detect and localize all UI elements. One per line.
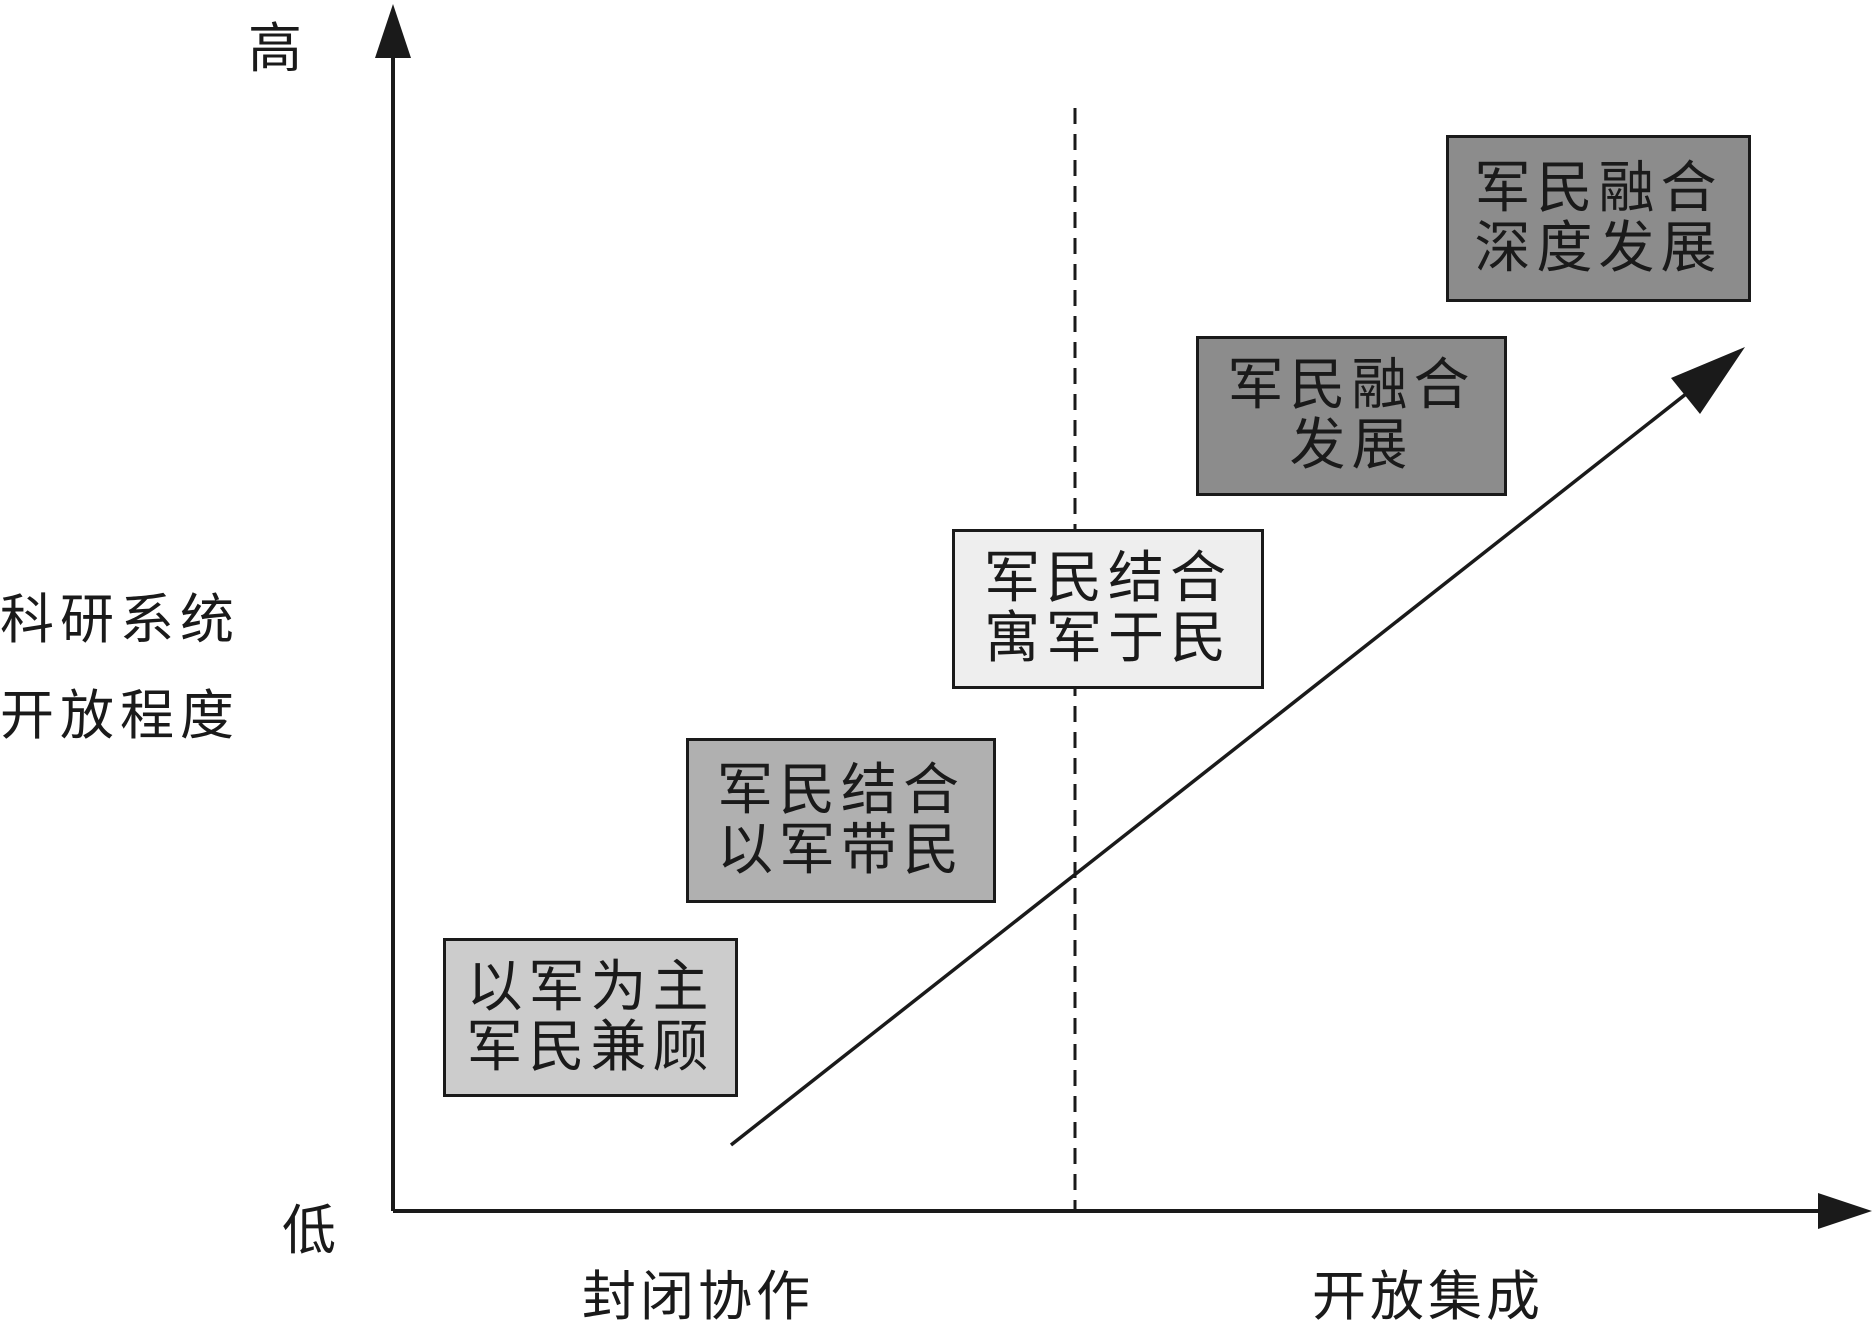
stage-box-2: 军民结合 以军带民 [686, 738, 996, 903]
trend-arrow-line [729, 377, 1707, 1147]
stage-box-3: 军民结合 寓军于民 [952, 529, 1264, 689]
stage-box-3-line1: 军民结合 [984, 546, 1232, 611]
stage-box-2-line1: 军民结合 [717, 757, 965, 823]
stage-box-4: 军民融合 发展 [1196, 336, 1507, 496]
stage-box-1-line1: 以军为主 [466, 954, 715, 1020]
stage-box-1-line2: 军民兼顾 [466, 1014, 715, 1080]
stage-box-3-line2: 寓军于民 [984, 606, 1232, 671]
trend-arrow-head-icon [1671, 347, 1745, 414]
y-axis-low-label: 低 [282, 1199, 340, 1262]
stage-box-5: 军民融合 深度发展 [1446, 135, 1751, 302]
stage-box-4-line1: 军民融合 [1227, 353, 1476, 418]
stage-box-5-line1: 军民融合 [1474, 155, 1723, 221]
stage-box-1: 以军为主 军民兼顾 [443, 938, 738, 1097]
y-axis-title: 科研系统 开放程度 [0, 572, 270, 764]
y-axis-arrow-icon [375, 4, 411, 58]
x-axis-arrow-icon [1818, 1193, 1872, 1229]
y-axis-title-line1: 科研系统 [0, 588, 240, 651]
y-axis-title-line2: 开放程度 [0, 684, 240, 747]
y-axis-high-label: 高 [248, 17, 306, 80]
x-axis-right-label: 开放集成 [1312, 1265, 1544, 1328]
stage-box-5-line2: 深度发展 [1474, 215, 1723, 281]
x-axis-left-label: 封闭协作 [582, 1265, 814, 1328]
stage-box-2-line2: 以军带民 [717, 817, 965, 883]
stage-box-4-line2: 发展 [1289, 413, 1414, 478]
